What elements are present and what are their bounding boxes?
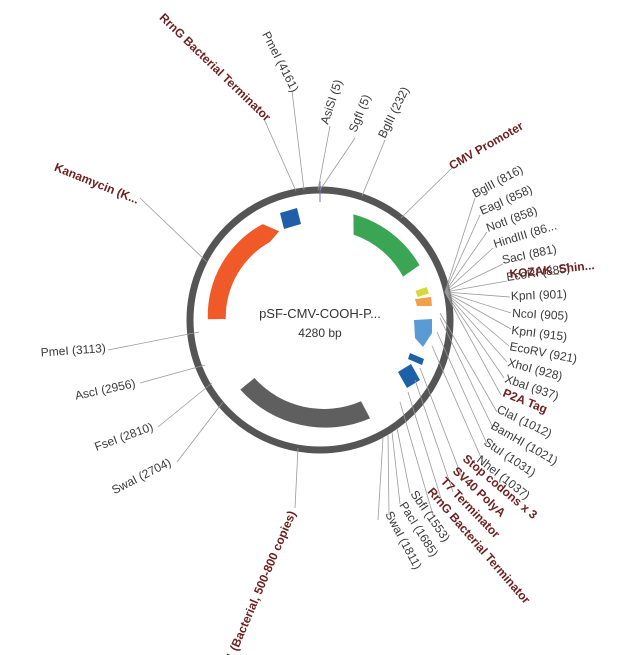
enzyme-label-pmei-4161[interactable]: PmeI (4161) [259, 29, 301, 94]
leader-lines [107, 90, 512, 521]
plasmid-name: pSF-CMV-COOH-P... [259, 306, 381, 321]
feature-arc-stop-codons[interactable] [414, 319, 432, 347]
enzyme-label-kpni-915[interactable]: KpnI (915) [511, 323, 568, 344]
feature-label-rrng-terminator-top[interactable]: RrnG Bacterial Terminator [157, 10, 274, 124]
enzyme-label-kpni-901[interactable]: KpnI (901) [511, 287, 568, 303]
feature-arc-t7-terminator[interactable] [398, 364, 420, 388]
feature-arc-pmb1[interactable] [240, 378, 371, 428]
enzyme-label-asisi-5[interactable]: AsiSI (5) [318, 78, 346, 126]
enzyme-label-fsei-2810[interactable]: FseI (2810) [93, 420, 155, 454]
feature-label-pmb1[interactable]: pMB1 (Bacterial, 500-800 copies) [213, 509, 299, 655]
plasmid-size: 4280 bp [298, 326, 342, 340]
feature-arc-kozak[interactable] [415, 287, 429, 297]
enzyme-label-swai-2704[interactable]: SwaI (2704) [109, 455, 173, 497]
feature-arc-rrng-terminator-top[interactable] [280, 208, 301, 229]
feature-arc-cmv-promoter[interactable] [353, 214, 420, 277]
enzyme-label-asci-2956[interactable]: AscI (2956) [74, 376, 137, 402]
enzyme-label-bglii-232[interactable]: BglII (232) [375, 84, 412, 140]
enzyme-label-sgfi-5[interactable]: SgfI (5) [346, 92, 374, 134]
feature-arc-p2a-tag[interactable] [415, 297, 432, 306]
feature-arc-kanamycin[interactable] [207, 224, 280, 320]
enzyme-label-pmei-3113[interactable]: PmeI (3113) [40, 341, 106, 360]
enzyme-label-ncoi-905[interactable]: NcoI (905) [512, 306, 569, 323]
feature-label-kanamycin[interactable]: Kanamycin (K... [52, 160, 141, 207]
feature-arc-sv40-polya[interactable] [408, 353, 424, 365]
